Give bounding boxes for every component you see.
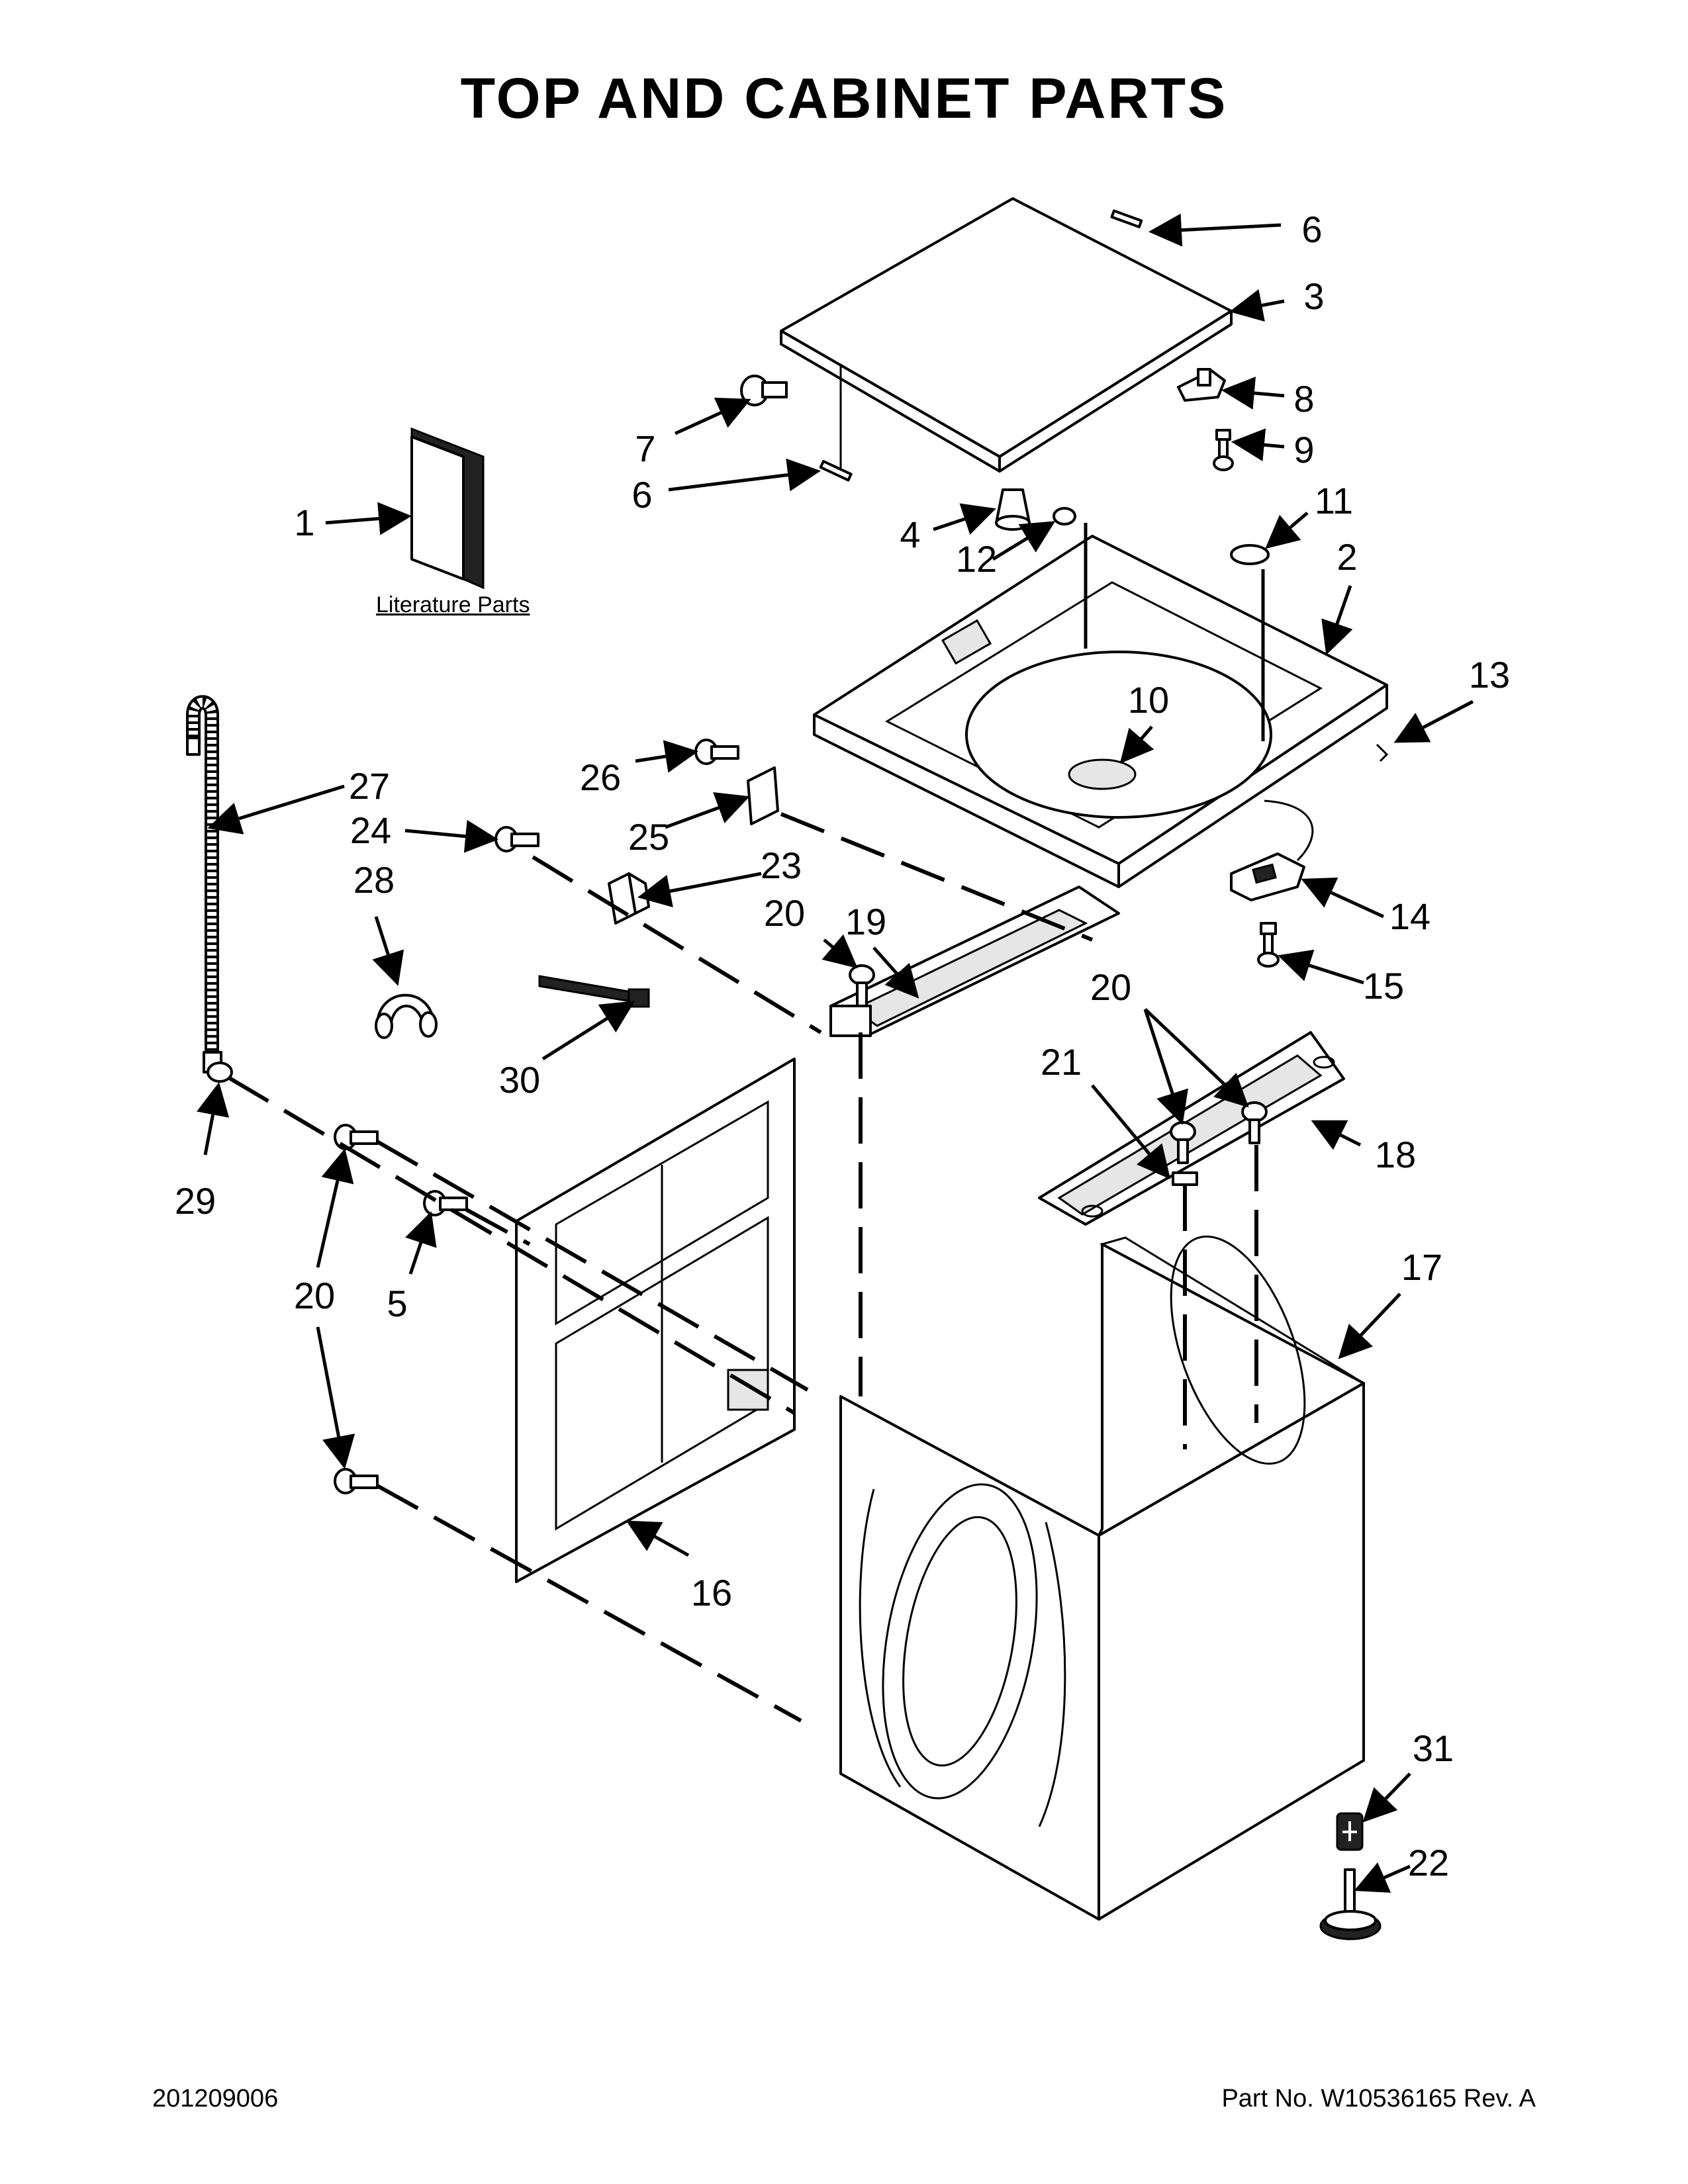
rear-screw-lower xyxy=(334,1468,379,1494)
callout-20-left: 20 xyxy=(293,1275,336,1316)
bracket-screw xyxy=(494,826,539,852)
callout-26: 26 xyxy=(579,756,622,798)
rear-bracket xyxy=(608,872,650,925)
callout-12: 12 xyxy=(955,538,998,580)
callout-1: 1 xyxy=(294,502,315,543)
callout-11: 11 xyxy=(1314,480,1354,522)
callout-22: 22 xyxy=(1407,1842,1450,1884)
callout-19: 19 xyxy=(845,901,887,942)
drain-hose-form xyxy=(375,993,438,1039)
panel-screw xyxy=(694,739,739,765)
callout-25: 25 xyxy=(628,816,670,858)
clip-screw xyxy=(1170,1121,1196,1164)
callout-31: 31 xyxy=(1412,1727,1454,1769)
callout-3: 3 xyxy=(1303,275,1325,317)
rear-screw-upper xyxy=(334,1124,379,1150)
callout-4: 4 xyxy=(900,514,921,555)
support-screw-right xyxy=(1241,1101,1268,1144)
lid-bumper xyxy=(995,488,1031,531)
callout-20-upper: 20 xyxy=(763,892,806,934)
callout-6-top: 6 xyxy=(1301,208,1323,250)
hose-clamp xyxy=(207,1062,233,1083)
callout-14: 14 xyxy=(1389,895,1431,937)
callout-5: 5 xyxy=(387,1283,408,1324)
callout-28: 28 xyxy=(353,859,395,901)
lid-switch-assembly xyxy=(1230,799,1314,901)
drain-hose xyxy=(186,695,222,1073)
part-number: Part No. W10536165 Rev. A xyxy=(1221,2085,1536,2113)
callout-8: 8 xyxy=(1293,378,1315,420)
lid-switch-screw xyxy=(1257,922,1280,968)
callout-27: 27 xyxy=(348,765,391,807)
callout-30: 30 xyxy=(498,1059,541,1101)
callout-24: 24 xyxy=(350,809,392,851)
top-bracket xyxy=(747,766,779,825)
lid-screw xyxy=(740,375,788,406)
rear-panel xyxy=(515,1058,796,1583)
leveling-leg xyxy=(1319,1868,1382,1940)
hinge-pin-lower xyxy=(819,460,853,482)
top-panel xyxy=(813,523,1388,888)
support-clip xyxy=(1172,1171,1198,1186)
leader-arrows xyxy=(197,213,1474,1893)
callout-17: 17 xyxy=(1401,1246,1443,1288)
callout-23: 23 xyxy=(760,844,802,886)
callout-13: 13 xyxy=(1468,654,1511,696)
callout-20-right: 20 xyxy=(1090,966,1132,1008)
callout-10: 10 xyxy=(1127,679,1170,721)
lid-lock-bracket xyxy=(1177,368,1226,402)
callout-29: 29 xyxy=(174,1180,216,1222)
page-title: TOP AND CABINET PARTS xyxy=(460,67,1228,130)
callout-9: 9 xyxy=(1293,429,1315,471)
callout-2: 2 xyxy=(1336,536,1358,578)
support-screw-left xyxy=(849,964,875,1007)
top-plug xyxy=(1053,507,1076,525)
rear-screw-middle xyxy=(423,1190,468,1216)
lid-lock-screw xyxy=(1213,429,1234,471)
literature-parts-label: Literature Parts xyxy=(376,592,530,617)
diagram-code: 201209006 xyxy=(152,2085,279,2113)
literature-booklet xyxy=(410,427,485,590)
lid-switch-actuator xyxy=(1230,544,1270,565)
callout-6-lower: 6 xyxy=(632,474,653,516)
wire-clip xyxy=(1376,743,1389,762)
callout-21: 21 xyxy=(1040,1041,1082,1083)
cabinet xyxy=(839,1235,1365,1921)
callout-15: 15 xyxy=(1362,965,1405,1007)
leveling-nut xyxy=(1336,1812,1364,1851)
assembly-lines xyxy=(227,812,1258,1723)
callout-7: 7 xyxy=(635,428,656,469)
callout-16: 16 xyxy=(690,1572,733,1614)
hinge-pin-top xyxy=(1110,209,1143,228)
washer-lid xyxy=(780,197,1233,477)
cable-tie xyxy=(538,975,650,1008)
callout-18: 18 xyxy=(1374,1134,1417,1175)
